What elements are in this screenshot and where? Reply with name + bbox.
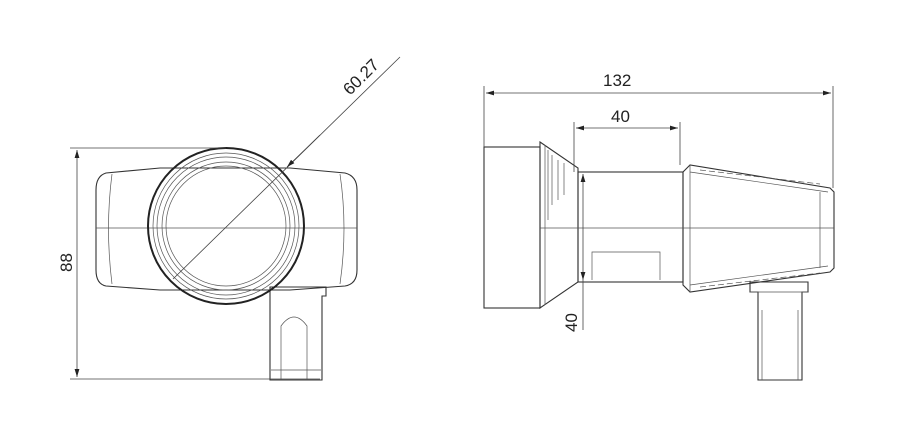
connector-slot [271,316,321,380]
diameter-label: 60.27 [339,55,383,99]
tube-height-label: 40 [562,313,581,332]
front-ring-outer [147,147,305,305]
diameter-line [172,56,401,280]
front-view: 60.27 88 [57,55,401,381]
side-tube [577,171,684,283]
front-connector [269,286,327,381]
tube-length-label: 40 [611,107,630,126]
front-body [95,167,358,291]
side-view: 132 40 40 [483,71,835,381]
side-horn [682,164,835,293]
side-flange [539,140,579,310]
side-back-cap [483,146,541,309]
length-label: 132 [603,71,631,90]
height-label: 88 [57,253,76,272]
side-connector [749,281,809,381]
